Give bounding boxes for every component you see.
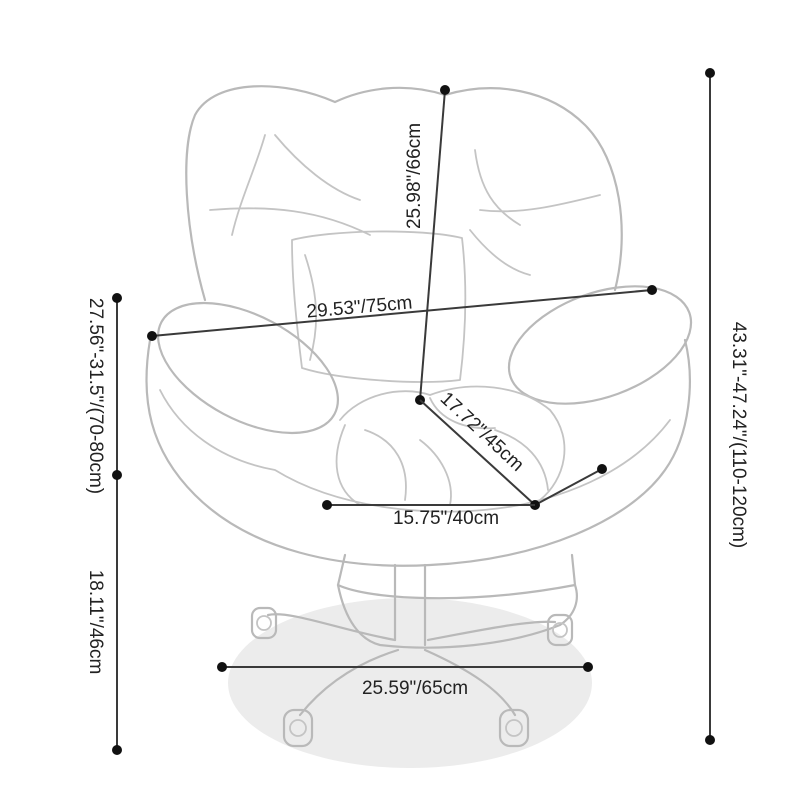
dimension-dot — [705, 68, 715, 78]
seat-depth-label: 17.72"/45cm — [436, 388, 528, 476]
base-leg — [423, 648, 517, 717]
overall-width-label: 29.53"/75cm — [306, 292, 413, 322]
dimension-dot — [583, 662, 593, 672]
base-diameter-label: 25.59"/65cm — [362, 678, 468, 699]
left-armrest-cushion — [156, 301, 340, 435]
dimension-dot — [597, 464, 607, 474]
gas-lift — [393, 563, 427, 647]
backrest-tuft-line — [474, 149, 521, 226]
dimension-dot — [440, 85, 450, 95]
base-leg — [298, 648, 400, 717]
footrest-front — [336, 583, 578, 649]
dimension-dot — [147, 331, 157, 341]
lumbar-pillow — [291, 230, 467, 383]
seat-tuft — [364, 429, 407, 501]
dimension-annotations — [112, 68, 715, 755]
chair-shell-inner — [159, 389, 671, 513]
seat-width-label: 15.75"/40cm — [393, 508, 499, 529]
seat-tuft — [335, 424, 361, 506]
caster-wheel — [282, 708, 314, 748]
dimension-dot — [217, 662, 227, 672]
seat-cushion — [339, 385, 566, 501]
dimension-dot — [112, 745, 122, 755]
backrest-tuft-line — [231, 134, 266, 236]
dimension-dot — [112, 293, 122, 303]
overall-height-label: 43.31"-47.24"/(110-120cm) — [728, 322, 749, 549]
dimension-dot — [705, 735, 715, 745]
caster-wheel — [546, 613, 574, 647]
seat-tuft — [494, 429, 549, 491]
chair-illustration — [145, 85, 693, 748]
caster-wheel — [250, 606, 278, 640]
base-leg — [426, 620, 557, 642]
seat-edge-line — [534, 468, 603, 506]
arm-height-label: 27.56"-31.5"/(70-80cm) — [85, 298, 106, 494]
overall-width-line — [151, 289, 653, 337]
caster-wheel — [498, 708, 530, 748]
backrest-height-label: 25.98"/66cm — [404, 123, 425, 229]
footrest — [336, 553, 577, 600]
dimension-dot — [647, 285, 657, 295]
backrest-outline — [185, 85, 623, 302]
dimension-dot — [322, 500, 332, 510]
backrest-tuft-line — [469, 229, 531, 276]
seat-depth-line — [419, 399, 536, 506]
backrest-tuft-line — [479, 194, 601, 213]
backrest-height-line — [419, 89, 446, 401]
right-armrest-cushion — [507, 285, 693, 405]
seat-tuft — [419, 439, 452, 506]
chair-shell — [145, 338, 691, 567]
seat-height-label: 18.11"/46cm — [85, 570, 106, 675]
dimension-dot — [112, 470, 122, 480]
seat-tuft — [429, 397, 496, 430]
backrest-tuft-line — [274, 134, 361, 201]
backrest-tuft-line — [209, 207, 371, 236]
